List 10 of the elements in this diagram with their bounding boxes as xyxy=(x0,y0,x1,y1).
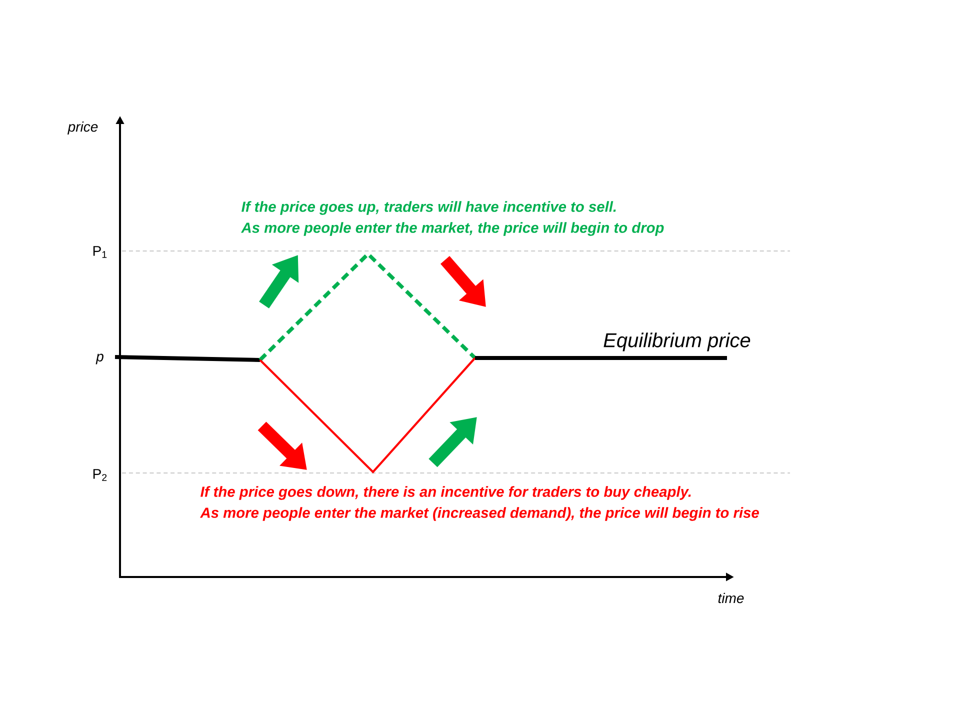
note-text: As more people enter the market (increased demand), the price will begin to rise xyxy=(200,507,759,521)
line-label: Equilibrium price xyxy=(604,332,750,352)
axis-label: time xyxy=(718,592,744,604)
tick-label: P$_{1}$ xyxy=(93,246,107,258)
note-text: If the price goes down, there is an incentive for traders to buy cheaply. xyxy=(200,486,691,500)
note-text: If the price goes up, traders will have incentive to sell. xyxy=(242,201,616,215)
axis-label: price xyxy=(67,121,98,135)
note-text: As more people enter the market, the price will begin to drop xyxy=(240,222,664,236)
tick-label: p xyxy=(96,354,104,364)
tick-label: P$_{2}$ xyxy=(93,469,107,481)
